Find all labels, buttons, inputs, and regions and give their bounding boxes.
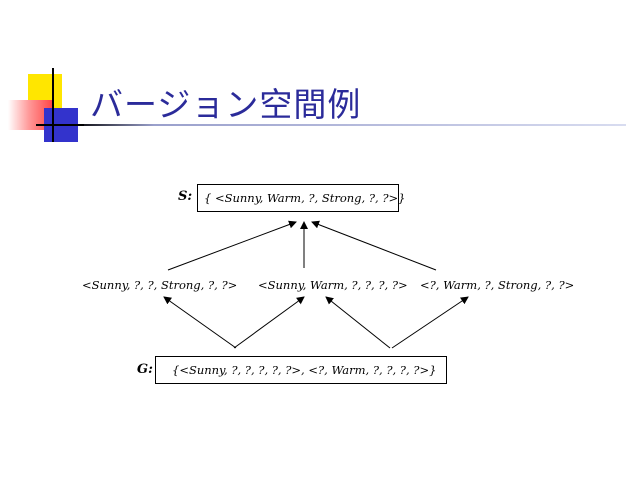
middle-hypothesis-2: <Sunny, Warm, ?, ?, ?, ?> (258, 278, 408, 292)
arrow-g2-to-mid3 (391, 296, 469, 349)
g-set-box: {<Sunny, ?, ?, ?, ?, ?>, <?, Warm, ?, ?,… (155, 356, 447, 384)
decorative-vertical-line (52, 68, 54, 142)
title-underline (36, 124, 626, 126)
arrow-mid3-to-s (311, 220, 437, 271)
arrow-g1-to-mid1 (163, 296, 237, 349)
slide-title: バージョン空間例 (90, 85, 362, 124)
arrow-g2-to-mid2 (325, 296, 391, 349)
g-label: G: (137, 362, 153, 377)
s-set-box: { <Sunny, Warm, ?, Strong, ?, ?>} (197, 184, 405, 212)
arrow-g1-to-mid2 (233, 296, 305, 349)
middle-hypothesis-3: <?, Warm, ?, Strong, ?, ?> (420, 278, 575, 292)
title-underline-accent (36, 124, 84, 126)
arrow-mid1-to-s (167, 220, 297, 271)
middle-hypothesis-1: <Sunny, ?, ?, Strong, ?, ?> (82, 278, 238, 292)
s-label: S: (178, 189, 193, 204)
